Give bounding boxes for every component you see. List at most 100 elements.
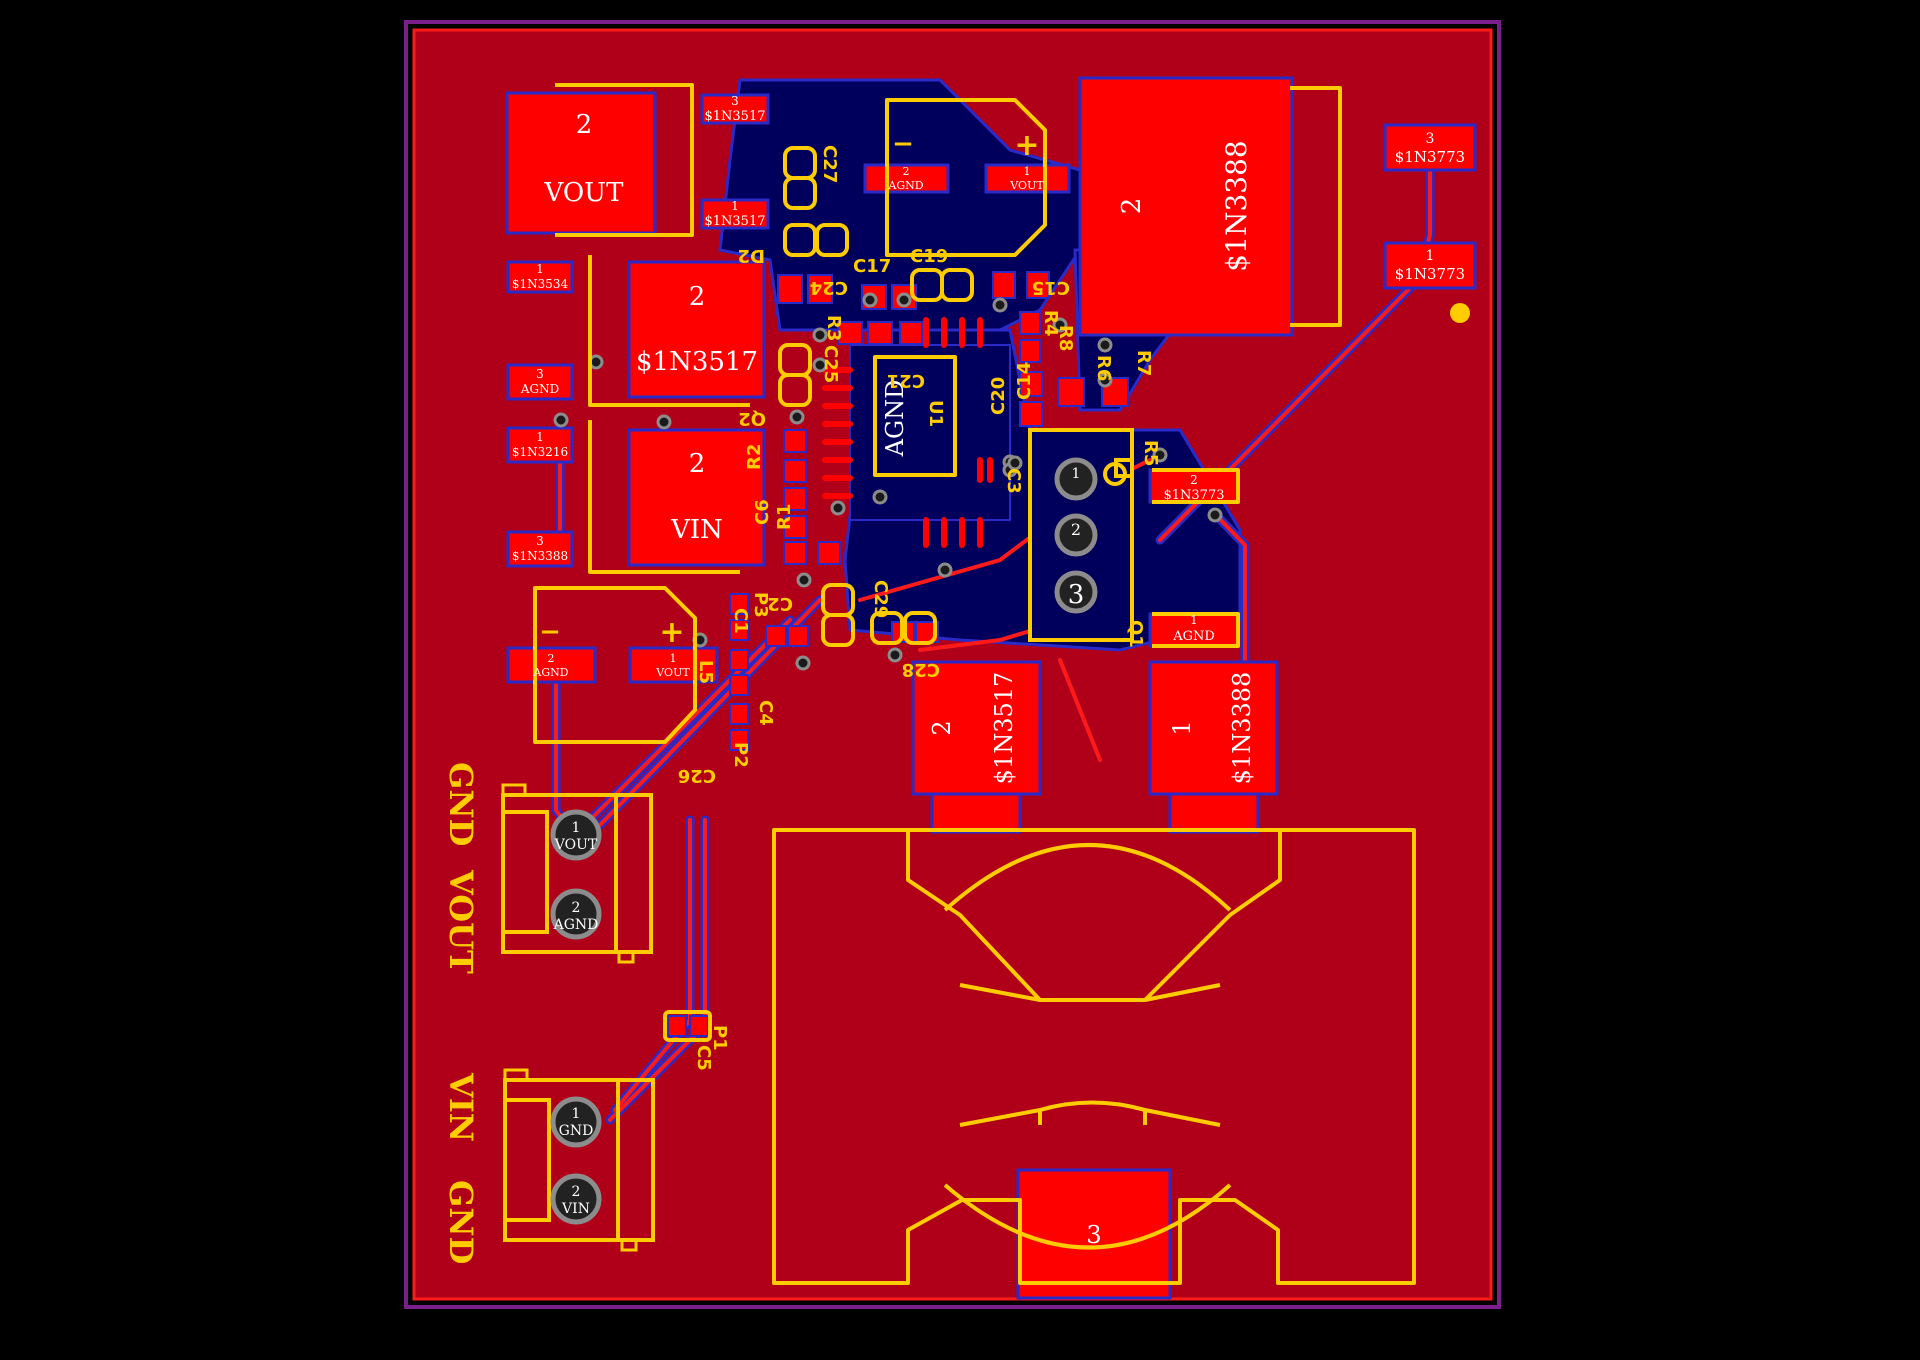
silk-label-vout: VOUT xyxy=(442,869,480,974)
pad-label: 1 xyxy=(536,430,544,444)
ref-C20: C20 xyxy=(988,377,1009,415)
pad-label: 1 xyxy=(731,199,739,213)
silk-label-vin: VIN xyxy=(442,1072,480,1142)
pad-label: AGND xyxy=(1172,629,1215,644)
silk-minus: − xyxy=(539,617,561,647)
pad-label: 1 xyxy=(1168,720,1196,735)
pad-mid-big-a xyxy=(627,260,766,399)
ref-Q2: Q2 xyxy=(738,408,766,429)
vias xyxy=(553,292,1223,671)
ref-L5: L5 xyxy=(695,660,716,684)
pad-label: 1 xyxy=(1024,165,1031,178)
ref-U1: U1 xyxy=(925,400,946,427)
pad-label: 3 xyxy=(1086,1221,1101,1249)
ref-C29: C29 xyxy=(870,580,891,618)
connector-out[interactable] xyxy=(501,783,653,964)
ref-P2: P2 xyxy=(730,742,751,768)
pad-label: GND xyxy=(559,1123,594,1139)
pad-label: 1 xyxy=(536,262,544,276)
pad-label: VIN xyxy=(670,515,723,545)
pad-label: 1 xyxy=(1072,466,1081,482)
pad-label: 2 xyxy=(1190,473,1198,487)
pad-label: 3 xyxy=(1068,580,1085,610)
ic-u1 xyxy=(822,317,1011,548)
ref-D2: D2 xyxy=(738,245,765,266)
ref-C25: C25 xyxy=(820,345,841,383)
pad-label: VOUT xyxy=(1009,179,1044,192)
pad-label: AGND xyxy=(532,666,568,679)
pad-label: 3 xyxy=(536,534,544,548)
pad-label: 2 xyxy=(1071,520,1081,539)
pad-mid-big-b xyxy=(627,428,766,567)
pad-label: 3 xyxy=(1426,131,1435,147)
pad-label: $1N3773 xyxy=(1395,265,1465,283)
pad-label: $1N3534 xyxy=(512,277,569,291)
ref-C24: C24 xyxy=(810,277,848,298)
ref-R7: R7 xyxy=(1133,350,1154,376)
pad-label: 1 xyxy=(572,820,581,836)
pad-label: $1N3388 xyxy=(1228,672,1256,785)
ref-R1: R1 xyxy=(774,504,795,530)
pad-label: VIN xyxy=(561,1201,590,1217)
silk-plus: + xyxy=(659,615,684,650)
pad-label: $1N3773 xyxy=(1163,488,1224,503)
ref-C2: C2 xyxy=(767,593,793,614)
ref-R2: R2 xyxy=(744,444,765,470)
ref-R8: R8 xyxy=(1055,325,1076,351)
ref-C28: C28 xyxy=(902,659,940,680)
ref-C19: C19 xyxy=(910,246,948,267)
ref-C26: C26 xyxy=(678,765,716,786)
ref-C14: C14 xyxy=(1014,362,1035,400)
ref-C15: C15 xyxy=(1032,277,1070,298)
pad-label: $1N3773 xyxy=(1395,148,1465,166)
pin1-marker-dot xyxy=(1450,303,1470,323)
ref-P1: P1 xyxy=(709,1025,730,1051)
pad-inductor-a xyxy=(911,660,1042,796)
pad-label: 1 xyxy=(1190,613,1198,627)
pad-label: $1N3517 xyxy=(704,109,765,124)
pad-label: 2 xyxy=(689,449,706,479)
pad-label: 2 xyxy=(928,720,956,735)
ref-C6: C6 xyxy=(752,499,773,525)
ref-C4: C4 xyxy=(755,700,776,726)
pad-label: 2 xyxy=(572,1184,581,1200)
pad-label: $1N3517 xyxy=(990,672,1018,785)
connector-in[interactable] xyxy=(503,1068,655,1252)
silk-label-gnd-in: GND xyxy=(442,1180,480,1264)
silk-plus: + xyxy=(1014,128,1039,163)
pad-vout-big xyxy=(505,91,657,235)
silk-minus: − xyxy=(892,129,914,159)
board-outline xyxy=(404,20,1501,1309)
ref-C21: C21 xyxy=(887,370,925,391)
pad-label: $1N3388 xyxy=(512,549,568,563)
pad-label: 2 xyxy=(576,110,593,140)
pad-label: VOUT xyxy=(544,178,625,208)
pad-label: 2 xyxy=(689,282,706,312)
pad-label: 2 xyxy=(903,165,910,178)
pad-label: $1N3517 xyxy=(704,214,765,229)
pot-marker xyxy=(1103,462,1127,486)
silk-label-gnd-out: GND xyxy=(442,762,480,846)
pad-label: $1N3216 xyxy=(512,445,568,459)
pad-label: 1 xyxy=(670,652,677,665)
pad-label: 1 xyxy=(1426,248,1435,264)
ref-C1: C1 xyxy=(730,608,751,634)
ref-R4: R4 xyxy=(1040,310,1061,336)
ref-R5: R5 xyxy=(1140,440,1161,466)
ref-R6: R6 xyxy=(1093,355,1114,381)
silk-cap-outlines xyxy=(663,146,1134,1042)
pad-label: $1N3388 xyxy=(1220,140,1253,271)
pad-label: VOUT xyxy=(655,666,690,679)
pad-label: AGND xyxy=(887,179,923,192)
ref-C17: C17 xyxy=(853,256,891,277)
pad-label: 2 xyxy=(548,652,555,665)
pad-label: 2 xyxy=(572,900,581,916)
silk-outlines xyxy=(533,83,1416,1285)
pad-label: 1 xyxy=(572,1106,581,1122)
pad-label: AGND xyxy=(553,917,599,933)
ref-P3: P3 xyxy=(750,592,771,618)
pad-inductor-b xyxy=(1148,660,1279,796)
ref-C5: C5 xyxy=(693,1045,714,1071)
